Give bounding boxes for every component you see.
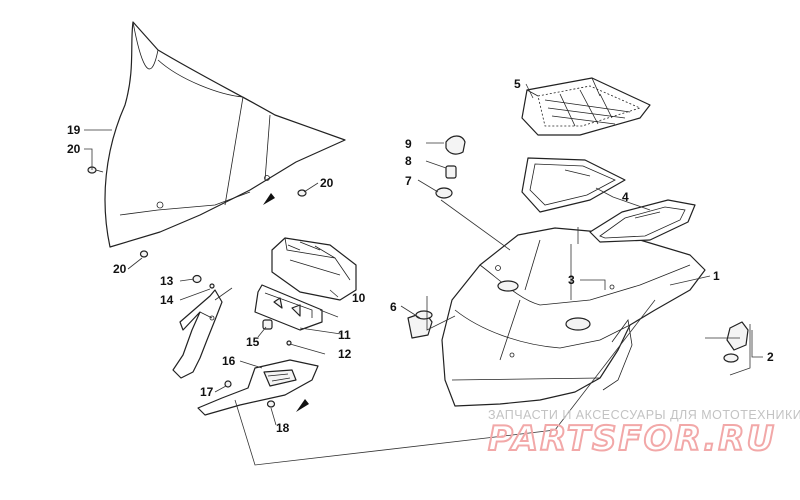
bolt-18: [266, 400, 276, 408]
callout-20-right: 20: [320, 176, 334, 190]
callout-10: 10: [352, 291, 366, 305]
bolt-13: [192, 274, 202, 284]
callout-7: 7: [405, 174, 412, 188]
ignition-switch: [407, 310, 433, 339]
leader-lines: [84, 83, 763, 466]
switch-cap: [445, 135, 466, 155]
watermark-brand: PARTSFOR.RU: [488, 419, 776, 459]
lower-bracket: [197, 359, 319, 416]
windshield-screw-upper-left: [87, 166, 104, 174]
vent-insert-upper: [521, 157, 626, 213]
bolt-15: [262, 319, 273, 330]
callout-6: 6: [390, 300, 397, 314]
callout-8: 8: [405, 154, 412, 168]
windshield-screw-right: [297, 189, 307, 197]
side-socket: [723, 321, 749, 363]
gauge-bracket: [254, 284, 323, 331]
watermark-subtitle: ЗАПЧАСТИ И АКСЕССУАРЫ ДЛЯ МОТОТЕХНИКИ: [488, 408, 800, 422]
windshield-screw-lower-left: [139, 250, 149, 258]
callout-2: 2: [767, 350, 774, 364]
callout-16: 16: [222, 354, 236, 368]
callout-5: 5: [514, 77, 521, 91]
callout-13: 13: [160, 274, 174, 288]
instrument-gauge: [271, 237, 357, 301]
front-fairing: [441, 227, 706, 407]
callout-17: 17: [200, 385, 214, 399]
bolt-17: [224, 380, 232, 388]
direction-arrow-lower: [296, 399, 309, 412]
switch-body: [445, 165, 457, 179]
callout-4: 4: [622, 190, 629, 204]
vent-grille: [521, 77, 651, 136]
callout-labels: 1 2 3 4 5 6 7 8 9 10 11 12 13 14 15 16 1…: [67, 77, 774, 435]
direction-arrow: [263, 193, 275, 205]
callout-14: 14: [160, 293, 174, 307]
callout-15: 15: [246, 335, 260, 349]
washer-14: [209, 283, 215, 289]
callout-18: 18: [276, 421, 290, 435]
callout-1: 1: [713, 269, 720, 283]
callout-9: 9: [405, 137, 412, 151]
vent-insert-lower: [589, 199, 696, 243]
callout-11: 11: [338, 328, 351, 342]
callout-3: 3: [568, 273, 575, 287]
windshield: [104, 21, 346, 248]
callout-19: 19: [67, 123, 81, 137]
callout-20-upper: 20: [67, 142, 81, 156]
watermark: ЗАПЧАСТИ И АКСЕССУАРЫ ДЛЯ МОТОТЕХНИКИ PA…: [487, 408, 800, 460]
callout-12: 12: [338, 347, 352, 361]
mount-bracket: [172, 289, 223, 379]
callout-20-lower: 20: [113, 262, 127, 276]
switch-nut: [435, 187, 453, 199]
